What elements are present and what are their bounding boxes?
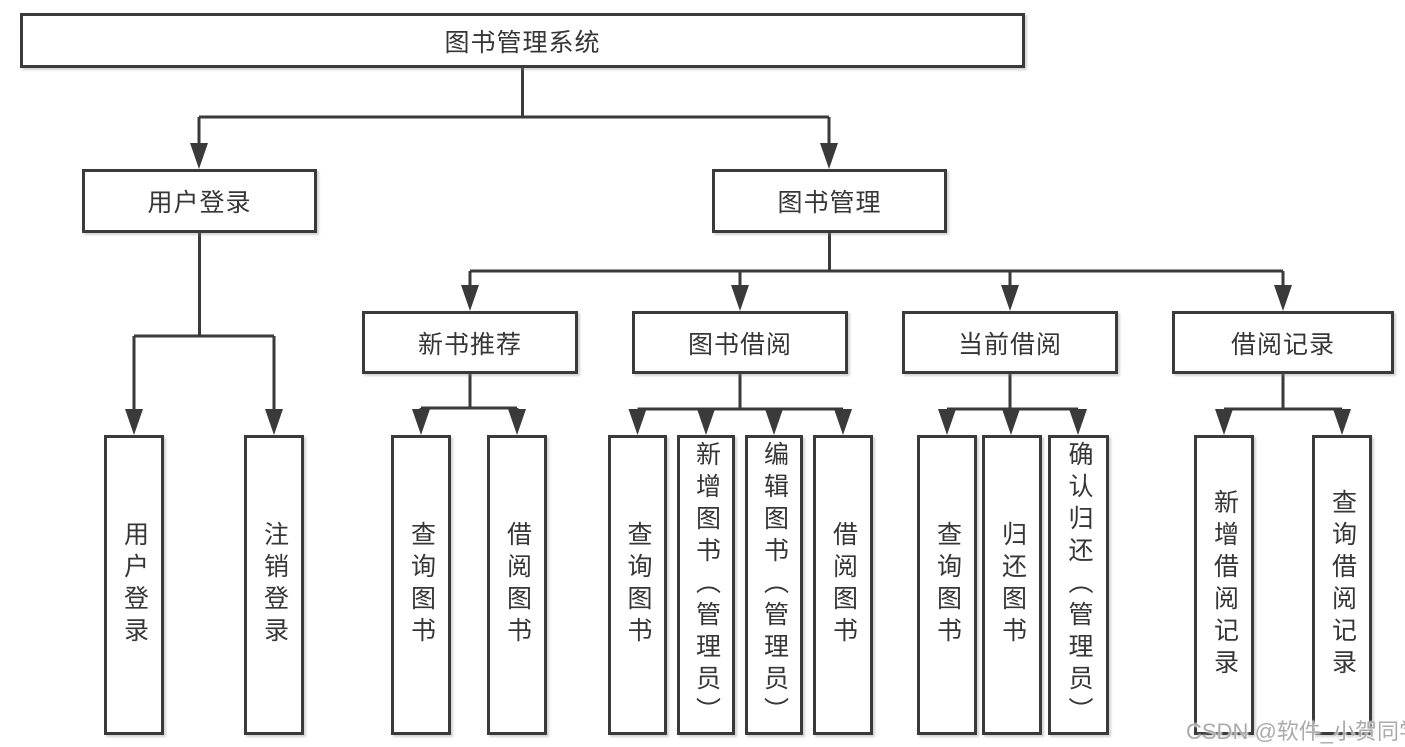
leaf-recommend-borrow-book: 借阅图书 bbox=[487, 435, 547, 735]
connector-group-records bbox=[1215, 374, 1351, 435]
leaf-user-login: 用户登录 bbox=[104, 435, 164, 735]
leaf-return-book: 归还图书 bbox=[982, 435, 1042, 735]
node-book-borrow: 图书借阅 bbox=[632, 311, 848, 374]
connector-root-to-level1 bbox=[190, 68, 838, 169]
leaf-query-borrow-record: 查询借阅记录 bbox=[1312, 435, 1372, 735]
leaf-confirm-return-admin: 确认归还（管理员） bbox=[1048, 435, 1109, 735]
leaf-current-query-book: 查询图书 bbox=[917, 435, 977, 735]
connector-group-current bbox=[938, 374, 1087, 435]
node-current-borrow: 当前借阅 bbox=[902, 311, 1118, 374]
node-user-login: 用户登录 bbox=[82, 169, 317, 233]
csdn-watermark: CSDN @软件_小贺同学 bbox=[1186, 719, 1405, 744]
leaf-add-book-admin: 新增图书（管理员） bbox=[677, 435, 735, 735]
leaf-borrow-query-book: 查询图书 bbox=[608, 435, 667, 735]
node-library-management-system: 图书管理系统 bbox=[20, 13, 1025, 68]
leaf-logout: 注销登录 bbox=[244, 435, 304, 735]
connector-login-children bbox=[125, 233, 283, 435]
leaf-borrow-book: 借阅图书 bbox=[813, 435, 873, 735]
node-new-book-recommend: 新书推荐 bbox=[362, 311, 578, 374]
leaf-recommend-query-book: 查询图书 bbox=[391, 435, 451, 735]
connector-group-borrow bbox=[628, 374, 852, 435]
node-book-management: 图书管理 bbox=[712, 169, 947, 233]
leaf-add-borrow-record: 新增借阅记录 bbox=[1194, 435, 1254, 735]
leaf-edit-book-admin: 编辑图书（管理员） bbox=[745, 435, 803, 735]
connector-management-groups bbox=[461, 233, 1292, 311]
connector-group-recommend bbox=[412, 374, 526, 435]
node-borrow-records: 借阅记录 bbox=[1172, 311, 1394, 374]
